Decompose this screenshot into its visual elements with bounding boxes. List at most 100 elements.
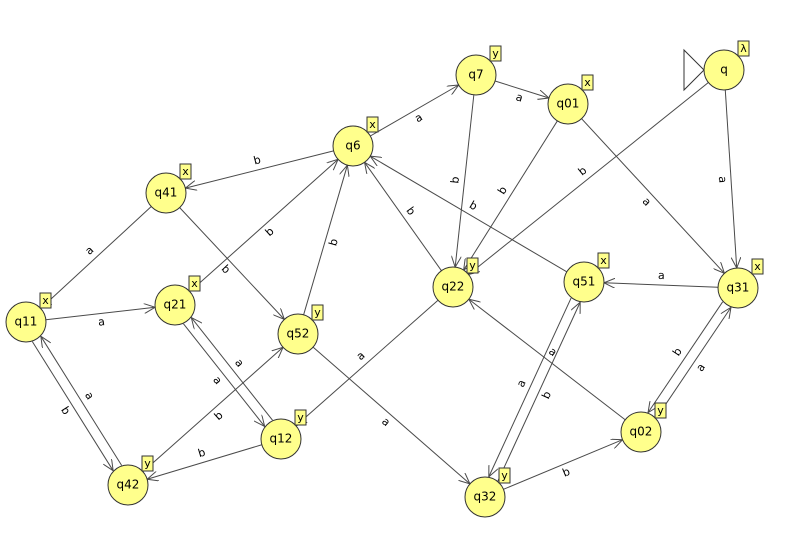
transition-q41-q11: a bbox=[41, 206, 152, 309]
state-circle[interactable] bbox=[563, 261, 605, 303]
state-output: y bbox=[297, 411, 304, 424]
state-output: x bbox=[191, 277, 198, 290]
transition-symbol: b bbox=[561, 465, 572, 480]
state-circle[interactable] bbox=[717, 267, 759, 309]
state-output: x bbox=[42, 294, 49, 307]
transition-symbol: b bbox=[495, 184, 510, 197]
transition-q41-q52: b bbox=[179, 207, 285, 320]
output-box bbox=[366, 116, 379, 133]
transition-symbol: a bbox=[716, 176, 729, 184]
state-output: x bbox=[182, 165, 189, 178]
state-circle[interactable] bbox=[703, 49, 745, 91]
transition-symbol: a bbox=[232, 356, 246, 369]
state-output: y bbox=[469, 259, 476, 272]
state-label: q21 bbox=[164, 298, 187, 312]
transition-arrow bbox=[604, 283, 719, 287]
transition-arrow bbox=[179, 207, 285, 320]
transition-q21-q12: a bbox=[183, 323, 264, 427]
output-box bbox=[489, 45, 502, 62]
state-label: q11 bbox=[15, 315, 38, 329]
state-q01[interactable]: q01 x bbox=[547, 74, 594, 125]
state-circle[interactable] bbox=[145, 172, 187, 214]
state-label: q31 bbox=[727, 281, 750, 295]
transition-arrow bbox=[455, 94, 475, 267]
transition-symbol: b bbox=[326, 237, 340, 247]
transition-q12-q21: a bbox=[191, 318, 273, 421]
transition-q51-q32: a bbox=[489, 297, 572, 477]
transition-symbol: a bbox=[210, 374, 224, 387]
transition-q52-q6: b bbox=[303, 165, 348, 315]
state-output: x bbox=[584, 76, 591, 89]
state-circle[interactable] bbox=[547, 83, 589, 125]
transition-arrow bbox=[41, 336, 123, 466]
transition-arrow bbox=[191, 318, 273, 421]
transition-arrow bbox=[296, 299, 439, 426]
state-circle[interactable] bbox=[260, 418, 302, 460]
state-q11[interactable]: q11 x bbox=[5, 292, 52, 343]
state-output: y bbox=[501, 469, 508, 482]
transition-symbol: a bbox=[97, 315, 105, 329]
state-q41[interactable]: q41 x bbox=[145, 163, 192, 214]
output-box bbox=[311, 304, 324, 321]
transition-q31-q02: b bbox=[648, 301, 724, 413]
output-box bbox=[751, 258, 764, 275]
transition-arrow bbox=[365, 162, 442, 271]
state-q21[interactable]: q21 x bbox=[154, 275, 201, 326]
transition-q02-q22: a bbox=[469, 299, 626, 421]
state-q6[interactable]: q6 x bbox=[332, 116, 379, 167]
output-box bbox=[179, 163, 192, 180]
transition-q42-q11: a bbox=[41, 336, 123, 466]
state-label: q01 bbox=[557, 97, 580, 111]
state-label: q6 bbox=[345, 139, 360, 153]
transition-arrow bbox=[489, 297, 572, 477]
state-circle[interactable] bbox=[107, 464, 149, 506]
transition-symbol: a bbox=[693, 361, 708, 374]
transition-q32-q02: b bbox=[503, 440, 622, 490]
state-label: q41 bbox=[155, 186, 178, 200]
transition-q7-q22: b bbox=[448, 94, 475, 267]
state-circle[interactable] bbox=[620, 411, 662, 453]
transition-arrow bbox=[370, 156, 568, 273]
output-box bbox=[294, 409, 307, 426]
state-circle[interactable] bbox=[464, 476, 506, 518]
state-circle[interactable] bbox=[5, 301, 47, 343]
state-label: q22 bbox=[442, 280, 465, 294]
transition-q01-q31: a bbox=[581, 118, 725, 274]
transition-symbol: a bbox=[658, 269, 665, 282]
transition-q42-q52: b bbox=[142, 347, 283, 473]
state-q7[interactable]: q7y bbox=[455, 45, 502, 96]
transition-q-q22: b bbox=[469, 82, 709, 275]
transition-arrow bbox=[45, 307, 155, 321]
output-box bbox=[39, 292, 52, 309]
transition-q01-q22: b bbox=[464, 120, 558, 270]
transition-q51-q6: b bbox=[370, 156, 568, 273]
transition-q6-q41: b bbox=[185, 150, 334, 188]
state-q22[interactable]: q22 y bbox=[432, 257, 479, 308]
transition-q6-q7: a bbox=[370, 85, 458, 137]
state-circle[interactable] bbox=[154, 284, 196, 326]
transition-arrow bbox=[312, 346, 470, 484]
transition-arrow bbox=[303, 165, 348, 315]
state-circle[interactable] bbox=[277, 313, 319, 355]
transition-symbol: b bbox=[576, 164, 590, 179]
state-circle[interactable] bbox=[432, 266, 474, 308]
state-circle[interactable] bbox=[455, 54, 497, 96]
transition-arrow bbox=[655, 307, 731, 419]
transition-arrow bbox=[41, 206, 152, 309]
state-circle[interactable] bbox=[332, 125, 374, 167]
transition-symbol: b bbox=[467, 198, 480, 213]
state-q[interactable]: qλ bbox=[683, 40, 750, 92]
state-output: x bbox=[369, 118, 376, 131]
transition-q-q31: a bbox=[716, 89, 737, 268]
transition-arrow bbox=[648, 301, 724, 413]
transition-symbol: a bbox=[514, 378, 529, 390]
state-output: λ bbox=[740, 42, 747, 55]
